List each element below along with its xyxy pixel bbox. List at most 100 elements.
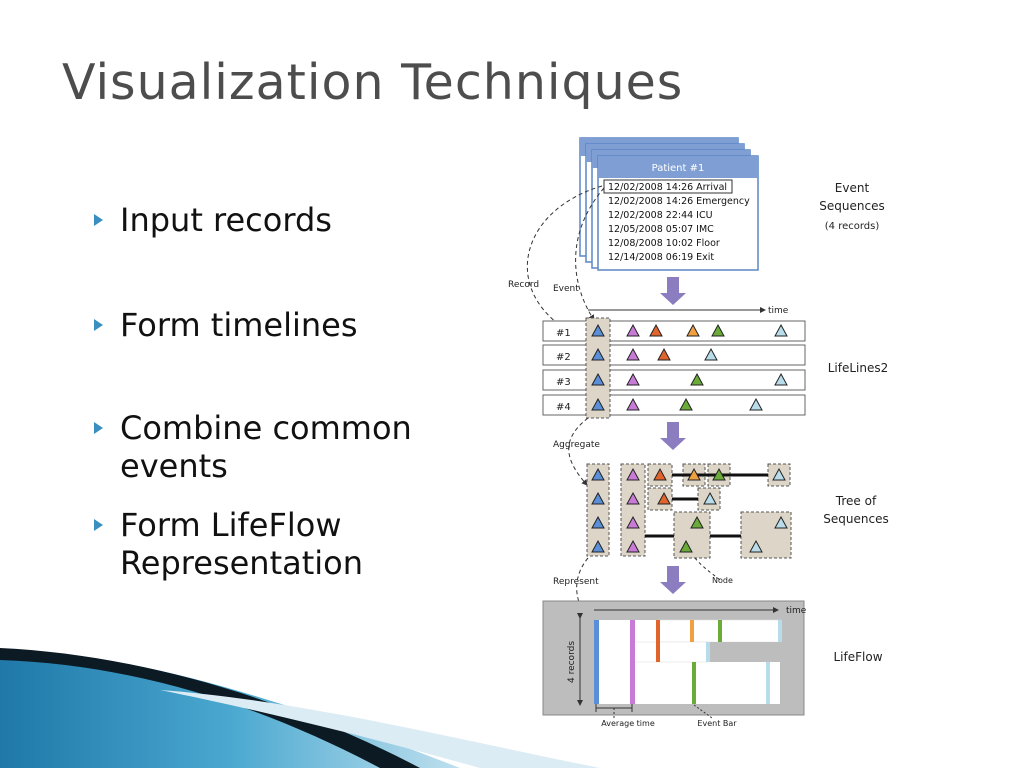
bullet-text: Form LifeFlow Representation [120, 506, 364, 582]
row-label: #3 [556, 377, 571, 388]
event-bar [690, 620, 694, 642]
event-triangle-icon [591, 323, 605, 337]
event-bar [630, 620, 635, 704]
row-label: #4 [556, 402, 571, 413]
event-triangle-icon [712, 467, 726, 481]
stage-label-tree: Sequences [823, 512, 888, 526]
record-line: 12/02/2008 14:26 Arrival [608, 182, 727, 193]
row-label: #1 [556, 328, 571, 339]
event-triangle-icon [690, 515, 704, 529]
patient-record-stack: Patient #1 12/02/2008 14:26 Arrival 12/0… [579, 137, 759, 271]
event-triangle-icon [591, 397, 605, 411]
event-triangle-icon [626, 491, 640, 505]
lifelines-rows: #1 #2 #3 #4 [542, 317, 806, 419]
lifeflow-panel: time 4 records [542, 600, 807, 716]
tree-events [591, 467, 788, 553]
event-triangle-icon [626, 397, 640, 411]
bullet-arrow-icon [94, 519, 103, 531]
average-time-label: Average time [601, 719, 655, 728]
event-triangle-icon [591, 539, 605, 553]
tree-node [673, 511, 711, 559]
slide-title: Visualization Techniques [62, 54, 684, 111]
bullet-arrow-icon [94, 214, 103, 226]
bullet-text: Combine common events [120, 409, 412, 485]
event-triangle-icon [626, 539, 640, 553]
record-label: Record [508, 280, 539, 290]
event-triangle-icon [626, 515, 640, 529]
lifelines-events [591, 323, 788, 411]
stage-label-lifelines: LifeLines2 [828, 361, 889, 375]
timeline-row [542, 320, 806, 342]
four-records-label: 4 records [567, 641, 577, 683]
event-bar [778, 620, 782, 642]
timeline-row [542, 394, 806, 416]
event-bar [718, 620, 722, 642]
node-pointer [694, 557, 723, 583]
stage-label-lifeflow: LifeFlow [833, 650, 882, 664]
event-triangle-icon [591, 467, 605, 481]
event-triangle-icon [649, 323, 663, 337]
event-bar [594, 620, 599, 704]
event-triangle-icon [626, 323, 640, 337]
timeline-row [542, 369, 806, 391]
down-arrow-icon [660, 277, 686, 305]
time-label: time [768, 306, 789, 316]
stage-label-event-sequences: Event [835, 181, 870, 195]
row-label: #2 [556, 352, 571, 363]
event-triangle-icon [657, 347, 671, 361]
stage-label-tree: Tree of [835, 494, 877, 508]
event-triangle-icon [591, 515, 605, 529]
event-triangle-icon [686, 323, 700, 337]
aggregate-connector [568, 417, 589, 486]
highlighted-record-box [603, 179, 733, 194]
time-label: time [786, 606, 807, 616]
event-label: Event [553, 284, 579, 294]
bullet-text: Form timelines [120, 306, 358, 344]
event-triangle-icon [679, 539, 693, 553]
event-triangle-icon [704, 347, 718, 361]
tree-node [586, 463, 610, 557]
bullet-arrow-icon [94, 422, 103, 434]
record-line: 12/02/2008 22:44 ICU [608, 210, 713, 221]
timeline-row [542, 344, 806, 366]
record-connector [526, 185, 603, 333]
tree-node [740, 511, 792, 559]
event-triangle-icon [657, 491, 671, 505]
patient-card-title: Patient #1 [652, 163, 705, 174]
record-line: 12/05/2008 05:07 IMC [608, 224, 714, 235]
event-bar [656, 620, 660, 662]
event-bar [692, 662, 696, 704]
event-triangle-icon [591, 347, 605, 361]
record-line: 12/14/2008 06:19 Exit [608, 252, 714, 263]
stage-label-event-sequences: Sequences [819, 199, 884, 213]
bullet-text: Input records [120, 201, 332, 239]
event-triangle-icon [687, 467, 701, 481]
represent-label: Represent [553, 577, 599, 587]
down-arrow-icon [660, 566, 686, 594]
event-triangle-icon [626, 467, 640, 481]
node-label: Node [712, 576, 733, 585]
event-triangle-icon [653, 467, 667, 481]
event-triangle-icon [774, 515, 788, 529]
event-triangle-icon [774, 372, 788, 386]
record-line: 12/02/2008 14:26 Emergency [608, 196, 750, 207]
tree-node [647, 487, 673, 511]
event-triangle-icon [690, 372, 704, 386]
down-arrow-icon [660, 422, 686, 450]
event-connector [575, 187, 605, 321]
event-triangle-icon [626, 347, 640, 361]
bullet-arrow-icon [94, 319, 103, 331]
event-triangle-icon [711, 323, 725, 337]
event-bar [706, 642, 710, 662]
event-triangle-icon [591, 372, 605, 386]
aggregate-label: Aggregate [553, 440, 600, 450]
stage-label-record-count: (4 records) [825, 221, 880, 232]
record-line: 12/08/2008 10:02 Floor [608, 238, 720, 249]
event-triangle-icon [772, 467, 786, 481]
event-triangle-icon [703, 491, 717, 505]
event-bar [766, 662, 770, 704]
event-triangle-icon [749, 539, 763, 553]
event-triangle-icon [774, 323, 788, 337]
